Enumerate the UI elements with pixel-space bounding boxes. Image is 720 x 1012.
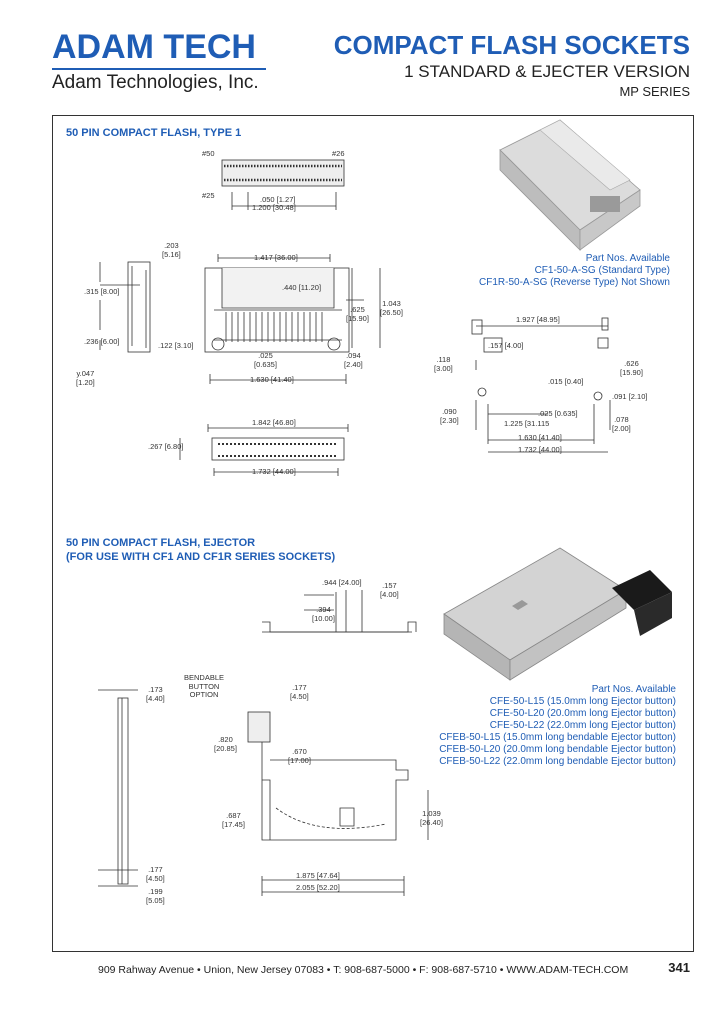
dim-122: .122 [3.10] xyxy=(158,341,194,350)
side-view-1 xyxy=(99,261,151,353)
dim-r078: .078 [2.00] xyxy=(612,415,631,433)
series-label: MP SERIES xyxy=(619,84,690,99)
dim-r025: .025 [0.635] xyxy=(538,409,578,418)
dim-r626: .626 [15.90] xyxy=(620,359,643,377)
pcb-layout-drawing xyxy=(471,317,611,453)
ejector-side-view xyxy=(98,689,138,887)
dim-e177b: .177 [4.50] xyxy=(146,865,165,883)
part-number: CFEB-50-L15 (15.0mm long bendable Ejecto… xyxy=(439,732,676,743)
bottom-view-socket xyxy=(179,424,349,476)
socket-3d-illustration xyxy=(499,119,641,251)
dim-e199: .199 [5.05] xyxy=(146,887,165,905)
dim-r1225: 1.225 [31.115 xyxy=(504,419,550,428)
dim-025: .025 [0.635] xyxy=(254,351,277,369)
top-view-socket xyxy=(204,254,381,384)
pin-label-25: #25 xyxy=(202,191,215,200)
dim-1043: 1.043 [26.50] xyxy=(380,299,403,317)
part-number: CFEB-50-L22 (22.0mm long bendable Ejecto… xyxy=(439,756,676,767)
dim-e1039: 1.039 [26.40] xyxy=(420,809,443,827)
dim-625: .625 [15.90] xyxy=(346,305,369,323)
footer-address: 909 Rahway Avenue • Union, New Jersey 07… xyxy=(98,964,629,976)
dim-e2055: 2.055 [52.20] xyxy=(296,883,340,892)
part-number: CFE-50-L15 (15.0mm long Ejector button) xyxy=(489,696,676,707)
dim-r157: .157 [4.00] xyxy=(488,341,524,350)
company-logo: ADAM TECH xyxy=(52,28,256,66)
dim-r090: .090 [2.30] xyxy=(440,407,459,425)
section-title-type1: 50 PIN COMPACT FLASH, TYPE 1 xyxy=(66,127,242,139)
dim-r1927: 1.927 [48.95] xyxy=(516,315,560,324)
dim-e1875: 1.875 [47.64] xyxy=(296,871,340,880)
logo-underline xyxy=(52,68,266,70)
part-number: CFEB-50-L20 (20.0mm long bendable Ejecto… xyxy=(439,744,676,755)
dim-e820: .820 [20.85] xyxy=(214,735,237,753)
dim-1630: 1.630 [41.40] xyxy=(250,375,294,384)
dim-315: .315 [8.00] xyxy=(84,287,120,296)
part-number: CFE-50-L20 (20.0mm long Ejector button) xyxy=(489,708,676,719)
ejector-3d-illustration xyxy=(443,547,672,681)
dim-203: .203 [5.16] xyxy=(162,241,181,259)
section-title-ejector: 50 PIN COMPACT FLASH, EJECTOR xyxy=(66,537,256,549)
page-title: COMPACT FLASH SOCKETS xyxy=(333,30,690,60)
dim-1417: 1.417 [36.00] xyxy=(254,253,298,262)
dim-e687: .687 [17.45] xyxy=(222,811,245,829)
dim-e394: .394 [10.00] xyxy=(312,605,335,623)
dim-e177a: .177 [4.50] xyxy=(290,683,309,701)
dim-e157: .157 [4.00] xyxy=(380,581,399,599)
page-subtitle: 1 STANDARD & EJECTER VERSION xyxy=(404,62,690,81)
dim-047: y.047 [1.20] xyxy=(76,369,95,387)
dim-r1732: 1.732 [44.00] xyxy=(518,445,562,454)
dim-267: .267 [6.80] xyxy=(148,442,184,451)
dim-e944: .944 [24.00] xyxy=(322,578,362,587)
dim-r091: .091 [2.10] xyxy=(612,392,648,401)
pin-label-50: #50 xyxy=(202,149,215,158)
dim-1200: 1.200 [30.48] xyxy=(252,203,296,212)
part-number: CF1R-50-A-SG (Reverse Type) Not Shown xyxy=(479,277,670,288)
company-name: Adam Technologies, Inc. xyxy=(52,72,259,93)
dim-e173: .173 [4.40] xyxy=(146,685,165,703)
page-number: 341 xyxy=(668,960,690,975)
dim-236: .236 [6.00] xyxy=(84,337,120,346)
ejector-top-view xyxy=(247,711,429,896)
parts-heading-type1: Part Nos. Available xyxy=(585,253,670,264)
pin-label-26: #26 xyxy=(332,149,345,158)
dim-r118: .118 [3.00] xyxy=(434,355,453,373)
dim-r015: .015 [0.40] xyxy=(548,377,584,386)
section-note-ejector: (FOR USE WITH CF1 AND CF1R SERIES SOCKET… xyxy=(66,551,336,563)
dim-r1630: 1.630 [41.40] xyxy=(518,433,562,442)
part-number: CFE-50-L22 (22.0mm long Ejector button) xyxy=(489,720,676,731)
pin-strip-drawing xyxy=(221,159,345,210)
content-panel xyxy=(52,115,694,952)
dim-1842: 1.842 [46.80] xyxy=(252,418,296,427)
ejector-side-profile xyxy=(262,590,417,633)
dim-094: .094 [2.40] xyxy=(344,351,363,369)
dim-440: .440 [11.20] xyxy=(282,283,322,292)
dim-e670: .670 [17.00] xyxy=(288,747,311,765)
part-number: CF1-50-A-SG (Standard Type) xyxy=(534,265,670,276)
bendable-button-label: BENDABLE BUTTON OPTION xyxy=(184,673,225,700)
dim-050: .050 [1.27] xyxy=(260,195,296,204)
dim-1732: 1.732 [44.00] xyxy=(252,467,296,476)
parts-heading-ejector: Part Nos. Available xyxy=(591,684,676,695)
